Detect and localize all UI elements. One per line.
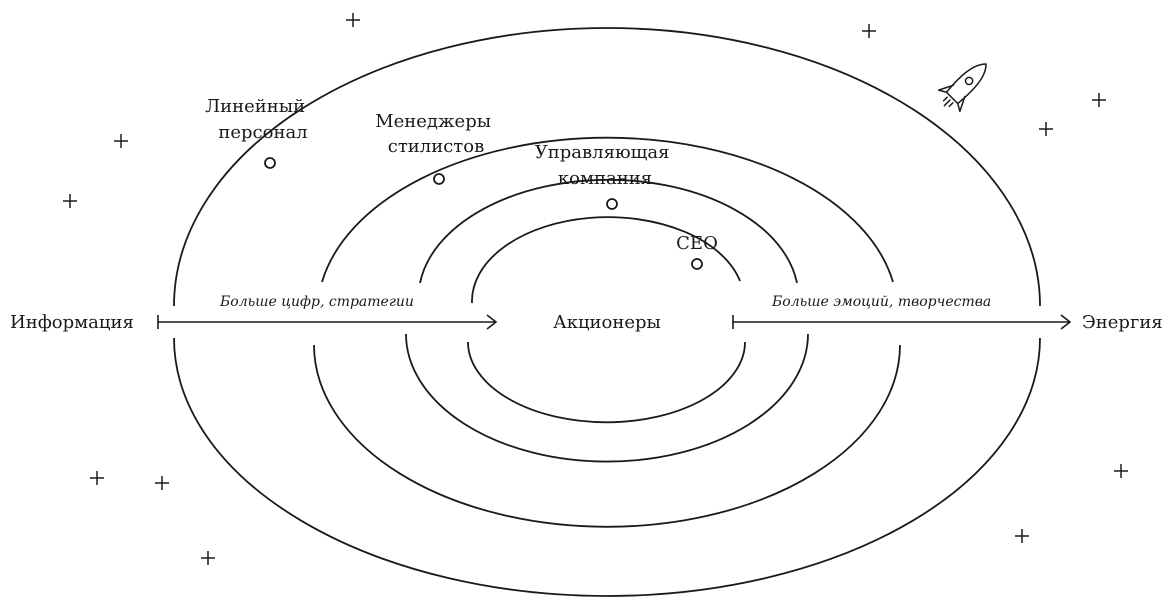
label-management-company-line-2: компания xyxy=(558,168,652,189)
ring-management-company-upper xyxy=(419,178,798,284)
stars xyxy=(63,13,1128,565)
plus-star-icon xyxy=(862,24,876,38)
plus-star-icon xyxy=(1039,122,1053,136)
axis-left-caption: Больше цифр, стратегии xyxy=(219,294,414,310)
axis-left xyxy=(157,314,498,330)
ring-stylist-managers-upper xyxy=(321,136,894,283)
label-management-company: Управляющая компания xyxy=(535,142,675,189)
axis-right-caption: Больше эмоций, творчества xyxy=(771,294,991,310)
plus-star-icon xyxy=(63,194,77,208)
marker-ceo xyxy=(691,258,703,270)
label-management-company-line-1: Управляющая xyxy=(535,142,670,163)
label-shareholders: Акционеры xyxy=(553,312,661,333)
plus-star-icon xyxy=(90,471,104,485)
label-linear-staff-line-1: Линейный xyxy=(205,96,305,117)
label-stylist-managers-line-2: стилистов xyxy=(388,136,484,157)
plus-star-icon xyxy=(1015,529,1029,543)
level-markers xyxy=(264,157,703,270)
ring-linear-staff-upper xyxy=(173,27,1041,307)
rocket-icon xyxy=(937,63,987,113)
label-ceo: CEO xyxy=(676,233,718,254)
axis-right-arrowhead xyxy=(1060,314,1072,330)
marker-management-company xyxy=(606,198,618,210)
label-stylist-managers: Менеджеры стилистов xyxy=(375,111,497,157)
axis-left-label: Информация xyxy=(10,312,134,333)
marker-stylist-managers xyxy=(433,173,445,185)
plus-star-icon xyxy=(201,551,215,565)
ring-stylist-managers-lower xyxy=(313,344,901,528)
plus-star-icon xyxy=(114,134,128,148)
plus-star-icon xyxy=(346,13,360,27)
label-linear-staff: Линейный персонал xyxy=(205,96,311,143)
label-stylist-managers-line-1: Менеджеры xyxy=(375,111,491,132)
axis-right xyxy=(732,314,1072,330)
ring-management-company-lower xyxy=(405,333,809,463)
label-linear-staff-line-2: персонал xyxy=(218,122,307,143)
rings-upper xyxy=(173,27,1041,307)
marker-linear-staff xyxy=(264,157,276,169)
rings-lower xyxy=(173,333,1041,597)
axis-right-label: Энергия xyxy=(1082,312,1163,333)
plus-star-icon xyxy=(1114,464,1128,478)
plus-star-icon xyxy=(155,476,169,490)
ring-linear-staff-lower xyxy=(173,337,1041,597)
ring-ceo-lower xyxy=(467,341,746,424)
plus-star-icon xyxy=(1092,93,1106,107)
ring-ceo-upper xyxy=(471,216,741,304)
axis-left-arrowhead xyxy=(486,314,498,330)
